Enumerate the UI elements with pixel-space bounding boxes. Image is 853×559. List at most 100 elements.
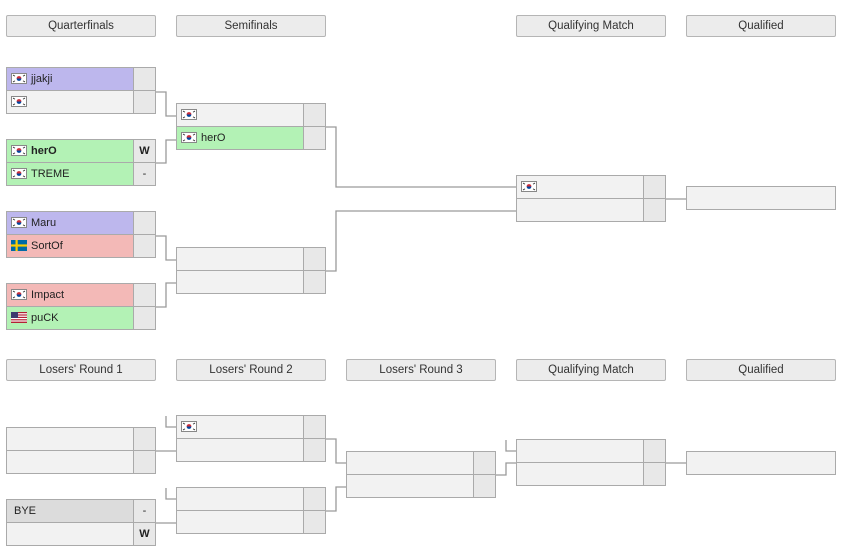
upper-qm-player-bottom[interactable]: [516, 199, 666, 222]
player-score: W: [133, 140, 155, 162]
upper-qualified-slot[interactable]: [686, 186, 836, 210]
korea-flag-icon: [521, 178, 537, 192]
player-name: [7, 523, 134, 545]
korea-flag-icon: [11, 93, 27, 107]
qf1-player-top[interactable]: jjakji: [6, 67, 156, 91]
upper-qm-player-top[interactable]: [516, 175, 666, 199]
player-name: [517, 440, 644, 462]
player-name: herO: [31, 145, 57, 157]
korea-flag-icon: [11, 286, 27, 300]
player-name: [7, 428, 134, 450]
sf2-player-bottom[interactable]: [176, 271, 326, 294]
player-name: [177, 511, 304, 533]
korea-flag-icon: [181, 106, 197, 120]
lower-qualified-slot[interactable]: [686, 451, 836, 475]
qf3-player-top[interactable]: Maru: [6, 211, 156, 235]
qualified-name: [687, 452, 835, 474]
player-name: [347, 452, 474, 474]
player-name: SortOf: [31, 240, 63, 252]
header-quarterfinals: Quarterfinals: [6, 15, 156, 37]
sf1-player-bottom[interactable]: herO: [176, 127, 326, 150]
qf4-player-top[interactable]: Impact: [6, 283, 156, 307]
lr2a-player-bottom[interactable]: [176, 439, 326, 462]
player-score: W: [133, 523, 155, 545]
qf1-player-bottom[interactable]: [6, 91, 156, 114]
header-losers-round-3: Losers' Round 3: [346, 359, 496, 381]
lr2b-player-bottom[interactable]: [176, 511, 326, 534]
lower-qm-player-top[interactable]: [516, 439, 666, 463]
player-score: [133, 284, 155, 306]
player-score: [473, 475, 495, 497]
player-score: [133, 212, 155, 234]
korea-flag-icon: [181, 418, 197, 432]
player-score: [473, 452, 495, 474]
player-name: [177, 248, 304, 270]
header-qualified: Qualified: [686, 15, 836, 37]
player-score: -: [133, 163, 155, 185]
lr1a-player-bottom[interactable]: [6, 451, 156, 474]
lr3-player-bottom[interactable]: [346, 475, 496, 498]
player-score: [643, 176, 665, 198]
player-name: puCK: [31, 312, 59, 324]
player-score: [643, 463, 665, 485]
header-losers-round-2: Losers' Round 2: [176, 359, 326, 381]
korea-flag-icon: [11, 70, 27, 84]
player-score: [303, 248, 325, 270]
player-score: [303, 104, 325, 126]
korea-flag-icon: [181, 129, 197, 143]
player-name: TREME: [31, 168, 70, 180]
korea-flag-icon: [11, 142, 27, 156]
lr2a-player-top[interactable]: [176, 415, 326, 439]
player-score: [303, 439, 325, 461]
player-score: [133, 428, 155, 450]
player-score: [303, 511, 325, 533]
lr1b-player-top[interactable]: BYE -: [6, 499, 156, 523]
player-name: Impact: [31, 289, 65, 301]
qf3-player-bottom[interactable]: SortOf: [6, 235, 156, 258]
header-qualifying-match: Qualifying Match: [516, 15, 666, 37]
korea-flag-icon: [11, 214, 27, 228]
player-score: [133, 451, 155, 473]
lr1a-player-top[interactable]: [6, 427, 156, 451]
player-score: [133, 91, 155, 113]
player-score: [643, 440, 665, 462]
qualified-name: [687, 187, 835, 209]
player-name: [177, 439, 304, 461]
qf2-player-top[interactable]: herO W: [6, 139, 156, 163]
sf2-player-top[interactable]: [176, 247, 326, 271]
player-name: BYE: [14, 505, 37, 517]
qf2-player-bottom[interactable]: TREME -: [6, 163, 156, 186]
sweden-flag-icon: [11, 237, 27, 251]
player-score: -: [133, 500, 155, 522]
lr1b-player-bottom[interactable]: W: [6, 523, 156, 546]
player-name: [347, 475, 474, 497]
player-score: [303, 416, 325, 438]
player-name: [177, 488, 304, 510]
sf1-player-top[interactable]: [176, 103, 326, 127]
header-semifinals: Semifinals: [176, 15, 326, 37]
usa-flag-icon: [11, 309, 27, 323]
header-losers-round-1: Losers' Round 1: [6, 359, 156, 381]
player-score: [303, 271, 325, 293]
player-name: herO: [201, 132, 226, 144]
player-name: [517, 463, 644, 485]
player-name: jjakji: [31, 73, 53, 85]
player-score: [133, 235, 155, 257]
player-name: [7, 451, 134, 473]
player-name: [177, 271, 304, 293]
lr2b-player-top[interactable]: [176, 487, 326, 511]
player-name: Maru: [31, 217, 57, 229]
player-score: [133, 307, 155, 329]
lr3-player-top[interactable]: [346, 451, 496, 475]
lower-qm-player-bottom[interactable]: [516, 463, 666, 486]
player-name: [517, 199, 644, 221]
player-score: [133, 68, 155, 90]
player-score: [643, 199, 665, 221]
player-score: [303, 488, 325, 510]
korea-flag-icon: [11, 165, 27, 179]
player-score: [303, 127, 325, 149]
header-qualifying-match: Qualifying Match: [516, 359, 666, 381]
qf4-player-bottom[interactable]: puCK: [6, 307, 156, 330]
header-qualified: Qualified: [686, 359, 836, 381]
